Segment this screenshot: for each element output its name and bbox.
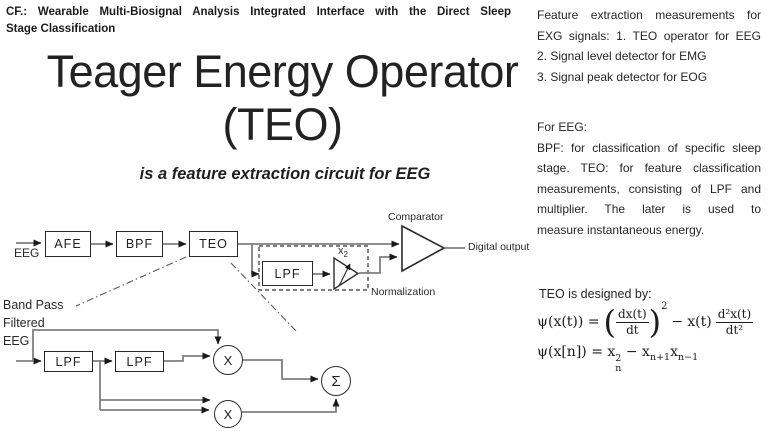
slide-title: Teager Energy Operator (TEO) xyxy=(0,45,565,151)
para2-line: BPF: for classification of specific slee… xyxy=(537,140,761,155)
afe-block: AFE xyxy=(45,231,91,257)
formula1-minus: − xyxy=(671,314,684,330)
wire-gain-comparator xyxy=(359,253,398,274)
formula2-x2: x xyxy=(642,344,650,360)
slide-title-line1: Teager Energy Operator xyxy=(46,46,519,97)
eeg-input-label: EEG xyxy=(14,246,40,260)
reference-header-line2: Stage Classification xyxy=(6,23,116,35)
formula1-fraction2: d²x(t) dt² xyxy=(715,307,754,337)
formula1-close-paren: ) xyxy=(648,303,662,341)
para1-line: Feature extraction measurements for xyxy=(537,8,761,22)
normalization-label: Normalization xyxy=(371,286,436,298)
formula1-fraction1: dx(t) dt xyxy=(616,307,649,337)
reference-header-line1: CF.: Wearable Multi-Biosignal Analysis I… xyxy=(6,6,511,18)
multiplier2-circle: X xyxy=(214,400,242,428)
detail-lpf2-block: LPF xyxy=(115,351,164,372)
bandpass-filtered-eeg-label: Band Pass Filtered EEG xyxy=(3,298,64,348)
teo-design-heading: TEO is designed by: xyxy=(539,287,652,301)
comparator-label: Comparator xyxy=(388,211,444,223)
teo-block: TEO xyxy=(189,231,238,257)
formula1-lhs: ψ(x(t)) = xyxy=(537,314,600,330)
summation-circle: Σ xyxy=(321,366,351,396)
formula2-lhs: ψ(x[n]) = xyxy=(537,344,608,360)
formula2-minus: − xyxy=(621,344,643,360)
expansion-line-right xyxy=(230,262,298,333)
wire-bypass-to-mult1 xyxy=(32,329,222,361)
para1-line: EXG signals: 1. TEO operator for EEG xyxy=(537,28,761,43)
normalization-dashed-box xyxy=(258,245,369,291)
formula2-x: x xyxy=(607,344,616,360)
feature-extraction-paragraph: Feature extraction measurements for EXG … xyxy=(537,5,761,87)
para2-line: stage. TEO: for feature classification xyxy=(537,161,761,175)
formula1-factor: x(t) xyxy=(687,314,712,330)
slide-subtitle: is a feature extraction circuit for EEG xyxy=(139,165,431,183)
gain-adjust-arrow xyxy=(338,263,351,287)
normalization-lpf-block: LPF xyxy=(262,261,313,286)
formula2-x3-sub: n−1 xyxy=(677,352,699,363)
for-eeg-paragraph: For EEG: BPF: for classification of spec… xyxy=(537,117,761,240)
wire-mult1-sum xyxy=(243,359,319,383)
formula2-x2-sub: n+1 xyxy=(649,352,671,363)
para1-line: 2. Signal level detector for EMG xyxy=(537,49,707,63)
digital-output-label: Digital output xyxy=(468,241,530,253)
wire-branch-to-lpf xyxy=(251,244,260,278)
bpf-block: BPF xyxy=(116,231,163,257)
expansion-line-left xyxy=(75,256,187,307)
para1-line: 3. Signal peak detector for EOG xyxy=(537,69,708,84)
para2-line: measurements, consisting of LPF and xyxy=(537,181,761,196)
formula1-open-paren: ( xyxy=(603,303,617,341)
para2-line: multiplier. The later is used to xyxy=(537,202,761,216)
formula1-exponent: 2 xyxy=(661,301,668,312)
gain-x2-label: x2 xyxy=(338,245,348,260)
formula2-x3: x xyxy=(670,344,678,360)
comparator-triangle xyxy=(401,224,446,273)
para2-line: measure instantaneous energy. xyxy=(537,222,705,237)
para2-line: For EEG: xyxy=(537,120,588,134)
multiplier1-circle: X xyxy=(213,345,243,375)
reference-header: CF.: Wearable Multi-Biosignal Analysis I… xyxy=(6,4,511,38)
wire-lpf2-mult1 xyxy=(164,352,211,362)
slide-title-line2: (TEO) xyxy=(222,99,343,150)
wire-mult2-sum xyxy=(242,398,340,413)
gain-triangle xyxy=(333,256,360,291)
detail-lpf1-block: LPF xyxy=(44,351,93,372)
teo-continuous-formula: ψ(x(t)) = ( dx(t) dt ) 2 − x(t) d²x(t) d… xyxy=(537,300,754,344)
